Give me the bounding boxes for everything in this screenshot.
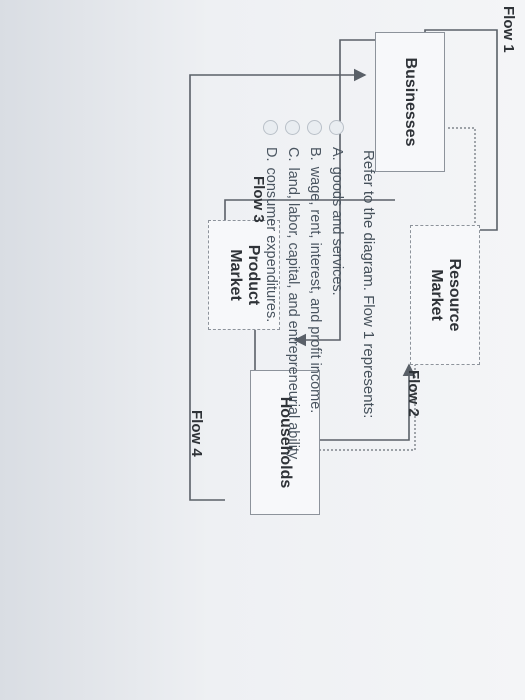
option-a-text: goods and services. (329, 166, 345, 296)
option-c[interactable]: C. land, labor, capital, and entrepreneu… (285, 120, 301, 463)
flow2-dotted (300, 360, 416, 451)
resource-market-label: Resource Market (428, 258, 464, 332)
option-a[interactable]: A. goods and services. (329, 120, 345, 296)
question-prompt: Refer to the diagram. Flow 1 represents: (360, 150, 377, 419)
option-c-text: land, labor, capital, and entrepreneuria… (285, 167, 301, 463)
option-b[interactable]: B. wage, rent, interest, and profit inco… (307, 120, 323, 414)
option-d-letter: D. (263, 147, 279, 162)
option-c-letter: C. (285, 147, 301, 162)
flow2-label: Flow 2 (405, 370, 422, 417)
option-d[interactable]: D. consumer expenditures. (263, 120, 279, 323)
businesses-label: Businesses (402, 57, 420, 147)
flow1-label: Flow 1 (500, 6, 517, 53)
resource-market-box: Resource Market (410, 225, 480, 365)
businesses-box: Businesses (375, 32, 445, 172)
option-b-text: wage, rent, interest, and profit income. (307, 166, 323, 414)
left-connector (293, 39, 375, 347)
flow2-arrow (290, 363, 416, 441)
product-market-label: Product Market (227, 244, 263, 306)
option-b-letter: B. (307, 147, 323, 161)
option-a-letter: A. (329, 147, 345, 161)
flow4-label: Flow 4 (188, 410, 205, 457)
option-d-text: consumer expenditures. (263, 167, 279, 323)
flow4-arrow (189, 68, 367, 501)
flow1-dotted (429, 127, 476, 246)
